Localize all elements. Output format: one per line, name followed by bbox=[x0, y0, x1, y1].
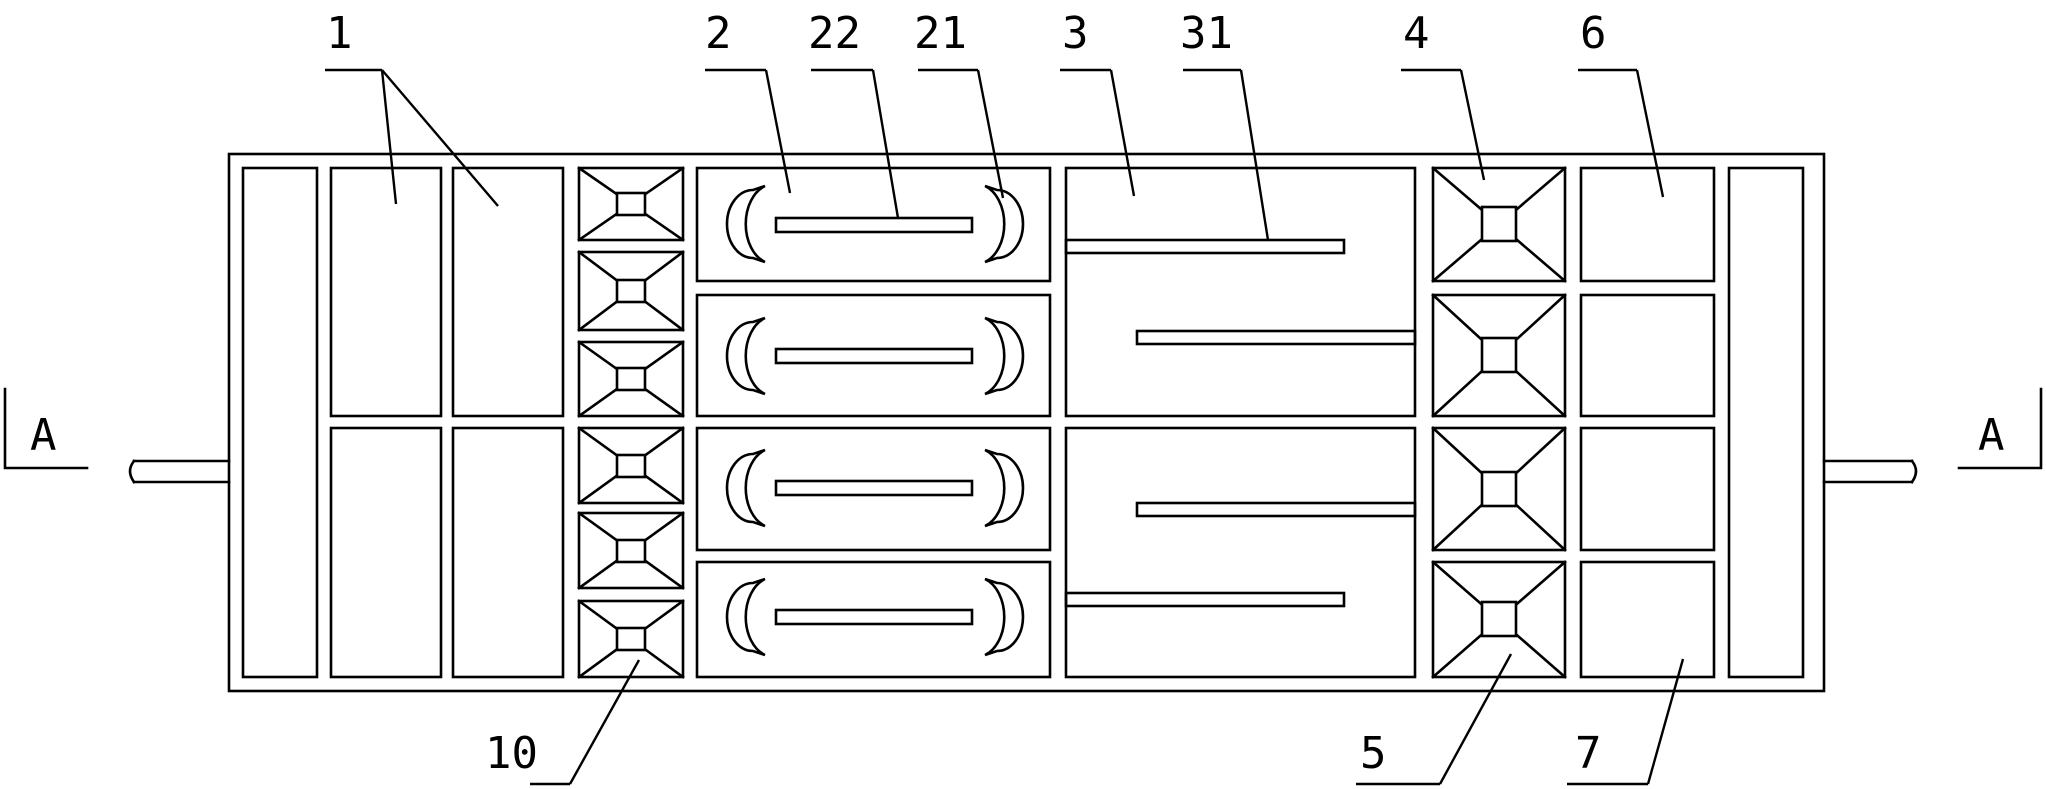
baffle-31 bbox=[1064, 238, 1417, 608]
callout-5: 5 bbox=[1360, 728, 1387, 779]
hourglass-cell bbox=[577, 599, 685, 679]
callout-7: 7 bbox=[1575, 728, 1602, 779]
section-mark-right: A bbox=[1957, 387, 2043, 470]
callout-21: 21 bbox=[914, 8, 967, 59]
callout-1: 1 bbox=[326, 8, 353, 59]
hourglass-cell bbox=[577, 340, 685, 418]
hourglass-cell bbox=[577, 426, 685, 505]
callout-numbers: 1 2 22 21 3 31 4 6 10 5 7 bbox=[326, 8, 1607, 779]
section-mark-left: A bbox=[3, 387, 89, 470]
section-mark-left-label: A bbox=[30, 410, 57, 461]
outlet-pipe bbox=[1822, 459, 1918, 484]
callout-3: 3 bbox=[1062, 8, 1089, 59]
callout-leaders bbox=[325, 68, 1685, 786]
hourglass-cell bbox=[577, 250, 685, 332]
hourglass-cell bbox=[1431, 293, 1567, 418]
group-6-7-boxes bbox=[1579, 166, 1716, 679]
hourglass-cell bbox=[1431, 166, 1567, 283]
chamber-arc-21-left bbox=[725, 184, 766, 657]
group-3-baffle-chambers bbox=[1064, 166, 1417, 679]
callout-10: 10 bbox=[485, 728, 538, 779]
chamber-bar-22 bbox=[774, 216, 974, 626]
inlet-pipe bbox=[128, 459, 231, 484]
group-1-boxes bbox=[329, 166, 565, 679]
callout-22: 22 bbox=[808, 8, 861, 59]
hourglass-cell bbox=[1431, 426, 1567, 552]
callout-2: 2 bbox=[705, 8, 732, 59]
group-10-hourglass-column bbox=[577, 166, 685, 679]
right-outlet-channel bbox=[1727, 166, 1805, 679]
callout-4: 4 bbox=[1403, 8, 1430, 59]
group-4-5-hourglass-column bbox=[1431, 166, 1567, 679]
outer-frame bbox=[227, 152, 1826, 693]
hourglass-cell bbox=[1431, 560, 1567, 679]
section-mark-right-label: A bbox=[1978, 410, 2005, 461]
hourglass-cell bbox=[577, 166, 685, 242]
callout-6: 6 bbox=[1580, 8, 1607, 59]
left-inlet-channel bbox=[241, 166, 319, 679]
hourglass-cell bbox=[577, 511, 685, 590]
callout-31: 31 bbox=[1180, 8, 1233, 59]
chamber-arc-21-right bbox=[984, 184, 1025, 657]
group-2-chambers bbox=[695, 166, 1052, 679]
